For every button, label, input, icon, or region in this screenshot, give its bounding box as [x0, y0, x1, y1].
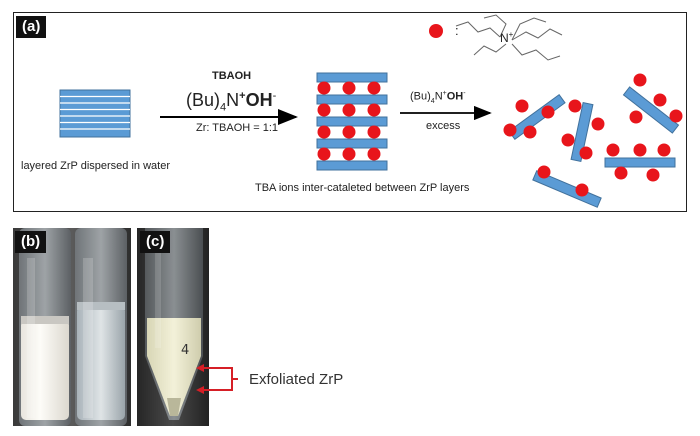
panel-c-label: (c)	[140, 231, 171, 253]
caption-layered: layered ZrP dispersed in water	[21, 160, 170, 172]
step2-condition: excess	[426, 120, 461, 132]
step2-formula-sub: 4	[430, 97, 435, 105]
step2-formula-sup: +	[442, 90, 447, 97]
panel-a-label: (a)	[16, 16, 47, 38]
step2-formula-oh: OH	[446, 90, 464, 103]
step2-formula-bu: (Bu)	[410, 90, 431, 103]
panel-b-photo	[13, 228, 131, 426]
exfoliated-ions	[503, 73, 683, 197]
callout-bracket	[196, 364, 238, 394]
legend-n-symbol: N	[500, 31, 509, 45]
intercalated-zrp-stack	[316, 72, 388, 171]
legend-ion-dot	[429, 24, 443, 38]
vials-photo	[13, 228, 131, 426]
reagent-title: TBAOH	[212, 70, 252, 82]
reagent-formula-n: N	[226, 90, 240, 110]
svg-text:4: 4	[181, 343, 189, 358]
reagent-formula: (Bu)4N+OH-	[186, 90, 276, 114]
step2-formula-n: N	[434, 90, 443, 103]
panel-c-photo: 4	[137, 228, 209, 426]
legend-separator: :	[455, 23, 459, 38]
caption-intercalated: TBA ions inter-cataleted between ZrP lay…	[255, 182, 470, 194]
layered-zrp-stack	[59, 89, 131, 138]
reagent-formula-minus: -	[272, 90, 277, 102]
legend-n-charge: +	[508, 30, 514, 39]
reagent-formula-oh: OH	[245, 90, 273, 110]
legend-n-plus: N+	[500, 30, 513, 45]
exfoliated-sheets	[508, 86, 680, 208]
panel-a	[13, 12, 687, 212]
panel-a-diagram	[59, 14, 683, 208]
panel-b-label: (b)	[15, 231, 47, 253]
tba-molecule-icon	[455, 14, 563, 61]
centrifuge-tube-photo: 4	[137, 228, 209, 426]
step2-formula: (Bu)4N+OH-	[410, 90, 466, 105]
ratio-text: Zr: TBAOH = 1:1	[196, 122, 279, 134]
reagent-formula-bu: (Bu)	[186, 90, 221, 110]
reagent-formula-sub: 4	[220, 101, 227, 114]
callout-text: Exfoliated ZrP	[249, 371, 344, 388]
reagent-formula-sup: +	[239, 90, 246, 102]
step2-formula-minus: -	[463, 90, 466, 97]
